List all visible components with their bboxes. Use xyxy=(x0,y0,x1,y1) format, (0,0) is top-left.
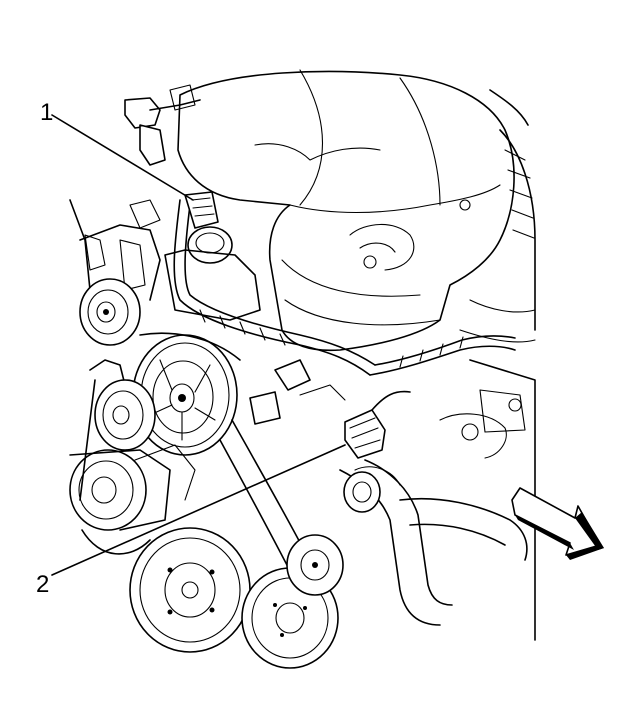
connector-cluster xyxy=(249,359,346,425)
callout-2-label: 2 xyxy=(36,571,49,598)
engine-block-right xyxy=(439,89,536,641)
coolant-reservoir xyxy=(164,226,261,321)
callout-1-leader xyxy=(51,114,194,201)
idler-pulley-upper xyxy=(79,278,141,346)
direction-arrow-icon xyxy=(511,487,604,560)
engine-block-left xyxy=(69,199,161,386)
tensioner-pulley xyxy=(69,444,196,531)
callout-2-leader xyxy=(51,444,346,576)
callout-1: 1 xyxy=(40,99,194,201)
crankshaft-pulley xyxy=(129,527,251,653)
water-pump-pulley xyxy=(286,534,344,596)
top-fittings xyxy=(124,84,201,166)
coolant-hoses xyxy=(339,459,528,626)
alternator-pulley xyxy=(94,379,156,451)
callout-2: 2 xyxy=(36,444,346,598)
callout-1-label: 1 xyxy=(40,99,53,126)
sensor-connector-2 xyxy=(344,390,411,459)
intake-manifold xyxy=(177,69,515,352)
